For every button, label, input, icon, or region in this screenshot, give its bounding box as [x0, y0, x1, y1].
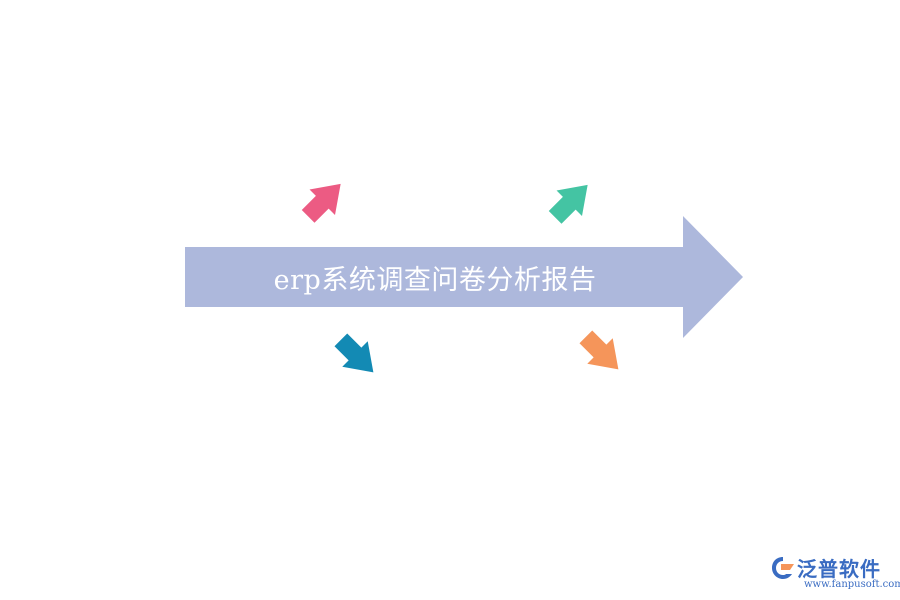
green-up-right-arrow [548, 184, 588, 224]
orange-down-right-arrow [579, 330, 619, 370]
blue-down-right-arrow [334, 333, 374, 373]
diagram-title: erp系统调查问卷分析报告 [273, 264, 597, 296]
fanpusoft-logo: 泛普软件 www.fanpusoft.com [770, 553, 900, 595]
logo-name: 泛普软件 [797, 557, 881, 581]
main-arrow [185, 216, 743, 338]
pink-up-right-arrow [301, 183, 341, 223]
fanpusoft-logo-icon [772, 557, 794, 579]
logo-url: www.fanpusoft.com [804, 579, 900, 590]
